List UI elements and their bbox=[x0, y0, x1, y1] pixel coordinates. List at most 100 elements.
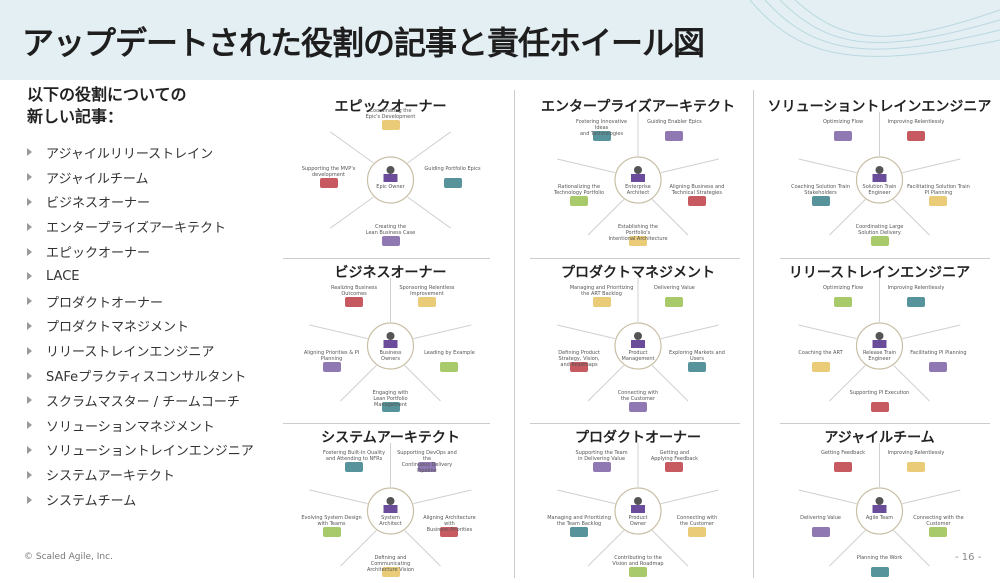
row-divider bbox=[530, 423, 740, 424]
bullet-icon bbox=[27, 148, 32, 157]
role-list-item[interactable]: リリーストレインエンジニア bbox=[27, 338, 254, 363]
segment-illustration-icon bbox=[929, 361, 948, 372]
person-icon bbox=[875, 332, 884, 340]
wheel-spoke bbox=[829, 530, 866, 567]
wheel-title: エンタープライズアーキテクト bbox=[541, 99, 735, 115]
role-list-item[interactable]: LACE bbox=[27, 264, 254, 289]
role-list-item[interactable]: システムチーム bbox=[27, 487, 254, 512]
bullet-icon bbox=[27, 445, 32, 454]
person-icon bbox=[872, 340, 887, 348]
wheel-segment-label: Aligning Priorities & PI Planning bbox=[303, 349, 360, 362]
wheel-spoke bbox=[587, 199, 625, 236]
bullet-icon bbox=[27, 173, 32, 182]
segment-illustration-icon bbox=[870, 567, 889, 577]
person-icon bbox=[631, 505, 645, 513]
row-divider bbox=[780, 423, 990, 424]
person-icon bbox=[383, 174, 398, 182]
person-icon bbox=[386, 332, 395, 340]
role-list-item[interactable]: ソリューションマネジメント bbox=[27, 413, 254, 438]
wheel-center-label: Business Owners bbox=[379, 350, 402, 362]
segment-illustration-icon bbox=[322, 361, 341, 372]
role-list-item[interactable]: SAFeプラクティスコンサルタント bbox=[27, 363, 254, 388]
wheel-segment-label: Connecting with the Customer bbox=[617, 390, 659, 402]
wheel-segment-label: Contributing to the Vision and Roadmap bbox=[612, 555, 664, 567]
role-list-item[interactable]: アジャイルチーム bbox=[27, 165, 254, 190]
wheel-spoke bbox=[798, 489, 857, 505]
wheel-segment-label: Aligning Business and Technical Strategi… bbox=[669, 183, 725, 196]
role-label: リリーストレインエンジニア bbox=[46, 345, 215, 361]
wheel-segment-label: Leading by Example bbox=[424, 349, 475, 356]
segment-illustration-icon bbox=[834, 131, 853, 142]
role-list: アジャイルリリーストレインアジャイルチームビジネスオーナーエンタープライズアーキ… bbox=[27, 140, 254, 512]
role-list-item[interactable]: システムアーキテクト bbox=[27, 462, 254, 487]
wheel-segment-label: Coaching the ART bbox=[798, 349, 843, 356]
wheel-spoke bbox=[651, 530, 689, 567]
role-label: システムチーム bbox=[46, 494, 137, 510]
wheel-segment-label: Delivering Value bbox=[654, 285, 695, 292]
wheel-spoke bbox=[557, 489, 616, 505]
role-label: アジャイルリリーストレイン bbox=[46, 146, 214, 162]
wheel-diagram bbox=[330, 131, 451, 229]
wheel-segment-label: Improving Relentlessly bbox=[887, 285, 945, 292]
wheel-segment-label: Realizing Business Outcomes bbox=[330, 285, 378, 298]
wheel-segment-label: Aligning Architecture with Business Prio… bbox=[423, 514, 476, 533]
copyright: © Scaled Agile, Inc. bbox=[24, 552, 113, 562]
wheel-spoke bbox=[829, 365, 866, 402]
wheel-spoke bbox=[407, 196, 451, 229]
wheel-segment-label: Getting Feedback bbox=[821, 450, 866, 457]
segment-illustration-icon bbox=[417, 462, 436, 473]
role-list-item[interactable]: ソリューショントレインエンジニア bbox=[27, 438, 254, 463]
wheel-spoke bbox=[340, 365, 377, 402]
bullet-icon bbox=[27, 346, 32, 355]
segment-illustration-icon bbox=[592, 297, 611, 308]
role-list-item[interactable]: ビジネスオーナー bbox=[27, 190, 254, 215]
segment-illustration-icon bbox=[665, 462, 684, 473]
role-label: SAFeプラクティスコンサルタント bbox=[46, 370, 247, 386]
wheel-spoke bbox=[340, 530, 377, 567]
segment-illustration-icon bbox=[570, 361, 589, 372]
role-list-item[interactable]: プロダクトマネジメント bbox=[27, 314, 254, 339]
wheel-spoke bbox=[309, 324, 368, 340]
person-icon bbox=[383, 505, 398, 513]
wheel-title: プロダクトマネジメント bbox=[561, 265, 715, 281]
segment-illustration-icon bbox=[345, 297, 364, 308]
segment-illustration-icon bbox=[570, 526, 589, 537]
wheel-segment-label: Creating the Lean Business Case bbox=[365, 224, 416, 236]
person-icon bbox=[634, 166, 642, 174]
wheel-segment-label: Managing and Prioritizing the ART Backlo… bbox=[569, 285, 634, 298]
role-list-item[interactable]: エピックオーナー bbox=[27, 239, 254, 264]
segment-illustration-icon bbox=[687, 195, 706, 206]
bullet-icon bbox=[27, 495, 32, 504]
wheel-segment-label: Fostering Innovative Ideas and Technolog… bbox=[576, 119, 628, 138]
wheel-center-label: System Architect bbox=[379, 515, 402, 527]
wheel-segment-label: Improving Relentlessly bbox=[887, 450, 945, 457]
role-label: ビジネスオーナー bbox=[46, 196, 151, 212]
segment-illustration-icon bbox=[687, 361, 706, 372]
person-icon bbox=[875, 497, 884, 505]
wheel-spoke bbox=[651, 199, 689, 236]
segment-illustration-icon bbox=[906, 131, 925, 142]
segment-illustration-icon bbox=[381, 402, 400, 412]
page-number: - 16 - bbox=[955, 552, 982, 563]
bullet-icon bbox=[27, 297, 32, 306]
role-list-item[interactable]: プロダクトオーナー bbox=[27, 289, 254, 314]
segment-illustration-icon bbox=[929, 195, 948, 206]
wheel-center-label: Solution Train Engineer bbox=[862, 184, 897, 196]
wheel-spoke bbox=[902, 489, 961, 505]
segment-illustration-icon bbox=[870, 402, 889, 412]
wheel-center-label: Agile Team bbox=[865, 515, 894, 521]
role-list-item[interactable]: エンタープライズアーキテクト bbox=[27, 214, 254, 239]
role-label: ソリューションマネジメント bbox=[46, 419, 215, 435]
role-list-item[interactable]: アジャイルリリーストレイン bbox=[27, 140, 254, 165]
wheel-diagram bbox=[798, 443, 961, 567]
wheel-spoke bbox=[893, 530, 930, 567]
wheel-segment-label: Improving Relentlessly bbox=[887, 119, 945, 126]
wheel-segment-label: Connecting with the Customer bbox=[676, 514, 718, 527]
role-list-item[interactable]: スクラムマスター / チームコーチ bbox=[27, 388, 254, 413]
wheel-spoke bbox=[404, 365, 441, 402]
person-icon bbox=[383, 340, 398, 348]
